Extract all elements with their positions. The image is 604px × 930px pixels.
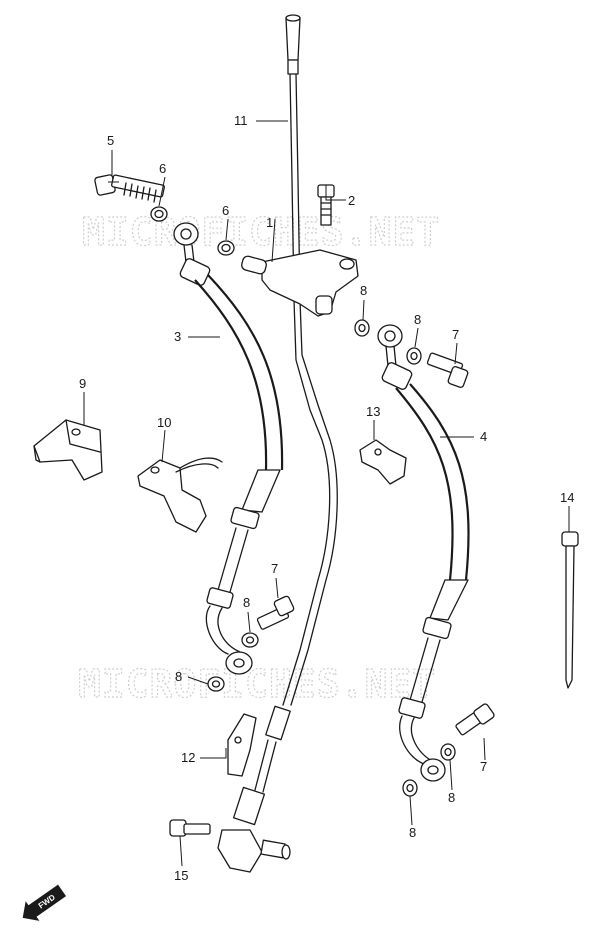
- washer-6b: [217, 240, 235, 256]
- callout-12: 12: [181, 750, 195, 765]
- washer-8d: [207, 676, 225, 692]
- speedometer-cable: [217, 14, 338, 873]
- watermark-bottom: MICROFICHES.NET: [78, 662, 436, 706]
- callout-5: 5: [107, 133, 114, 148]
- brake-hose-left: [173, 222, 284, 675]
- callout-13: 13: [366, 404, 380, 419]
- clamp-part-9: [33, 419, 103, 481]
- callout-11: 11: [234, 113, 248, 128]
- bracket-part-13: [359, 439, 407, 485]
- callout-8b: 8: [414, 312, 421, 327]
- washer-8c: [241, 632, 259, 648]
- fwd-arrow-icon: FWD: [22, 884, 67, 921]
- callout-8c: 8: [243, 595, 250, 610]
- washer-8a: [354, 319, 370, 337]
- bracket-part-12: [227, 713, 257, 777]
- callout-4: 4: [480, 429, 487, 444]
- brake-hose-right: [377, 324, 470, 782]
- watermark-top: MICROFICHES.NET: [82, 210, 440, 254]
- bolt-part-15: [169, 819, 211, 837]
- cable-tie-part-14: [561, 531, 579, 689]
- callout-7b: 7: [271, 561, 278, 576]
- callout-6a: 6: [159, 161, 166, 176]
- banjo-bolt-part-5: [94, 174, 165, 203]
- callout-14: 14: [560, 490, 574, 505]
- callout-7c: 7: [480, 759, 487, 774]
- callout-7a: 7: [452, 327, 459, 342]
- bolt-7b: [256, 595, 295, 630]
- bolt-7a: [426, 352, 469, 388]
- callout-6b: 6: [222, 203, 229, 218]
- callout-10: 10: [157, 415, 171, 430]
- callout-2: 2: [348, 193, 355, 208]
- callout-8e: 8: [448, 790, 455, 805]
- washer-8b: [406, 347, 422, 365]
- clamp-part-10: [137, 457, 223, 533]
- callout-9: 9: [79, 376, 86, 391]
- callout-8a: 8: [360, 283, 367, 298]
- callout-15: 15: [174, 868, 188, 883]
- washer-8e: [440, 743, 456, 761]
- washer-8f: [402, 779, 418, 797]
- callout-3: 3: [174, 329, 181, 344]
- washer-6a: [150, 206, 168, 222]
- callout-1: 1: [266, 215, 273, 230]
- callout-8d: 8: [175, 669, 182, 684]
- brake-hose-joint: [241, 249, 359, 317]
- bolt-7c: [455, 703, 495, 736]
- callout-8f: 8: [409, 825, 416, 840]
